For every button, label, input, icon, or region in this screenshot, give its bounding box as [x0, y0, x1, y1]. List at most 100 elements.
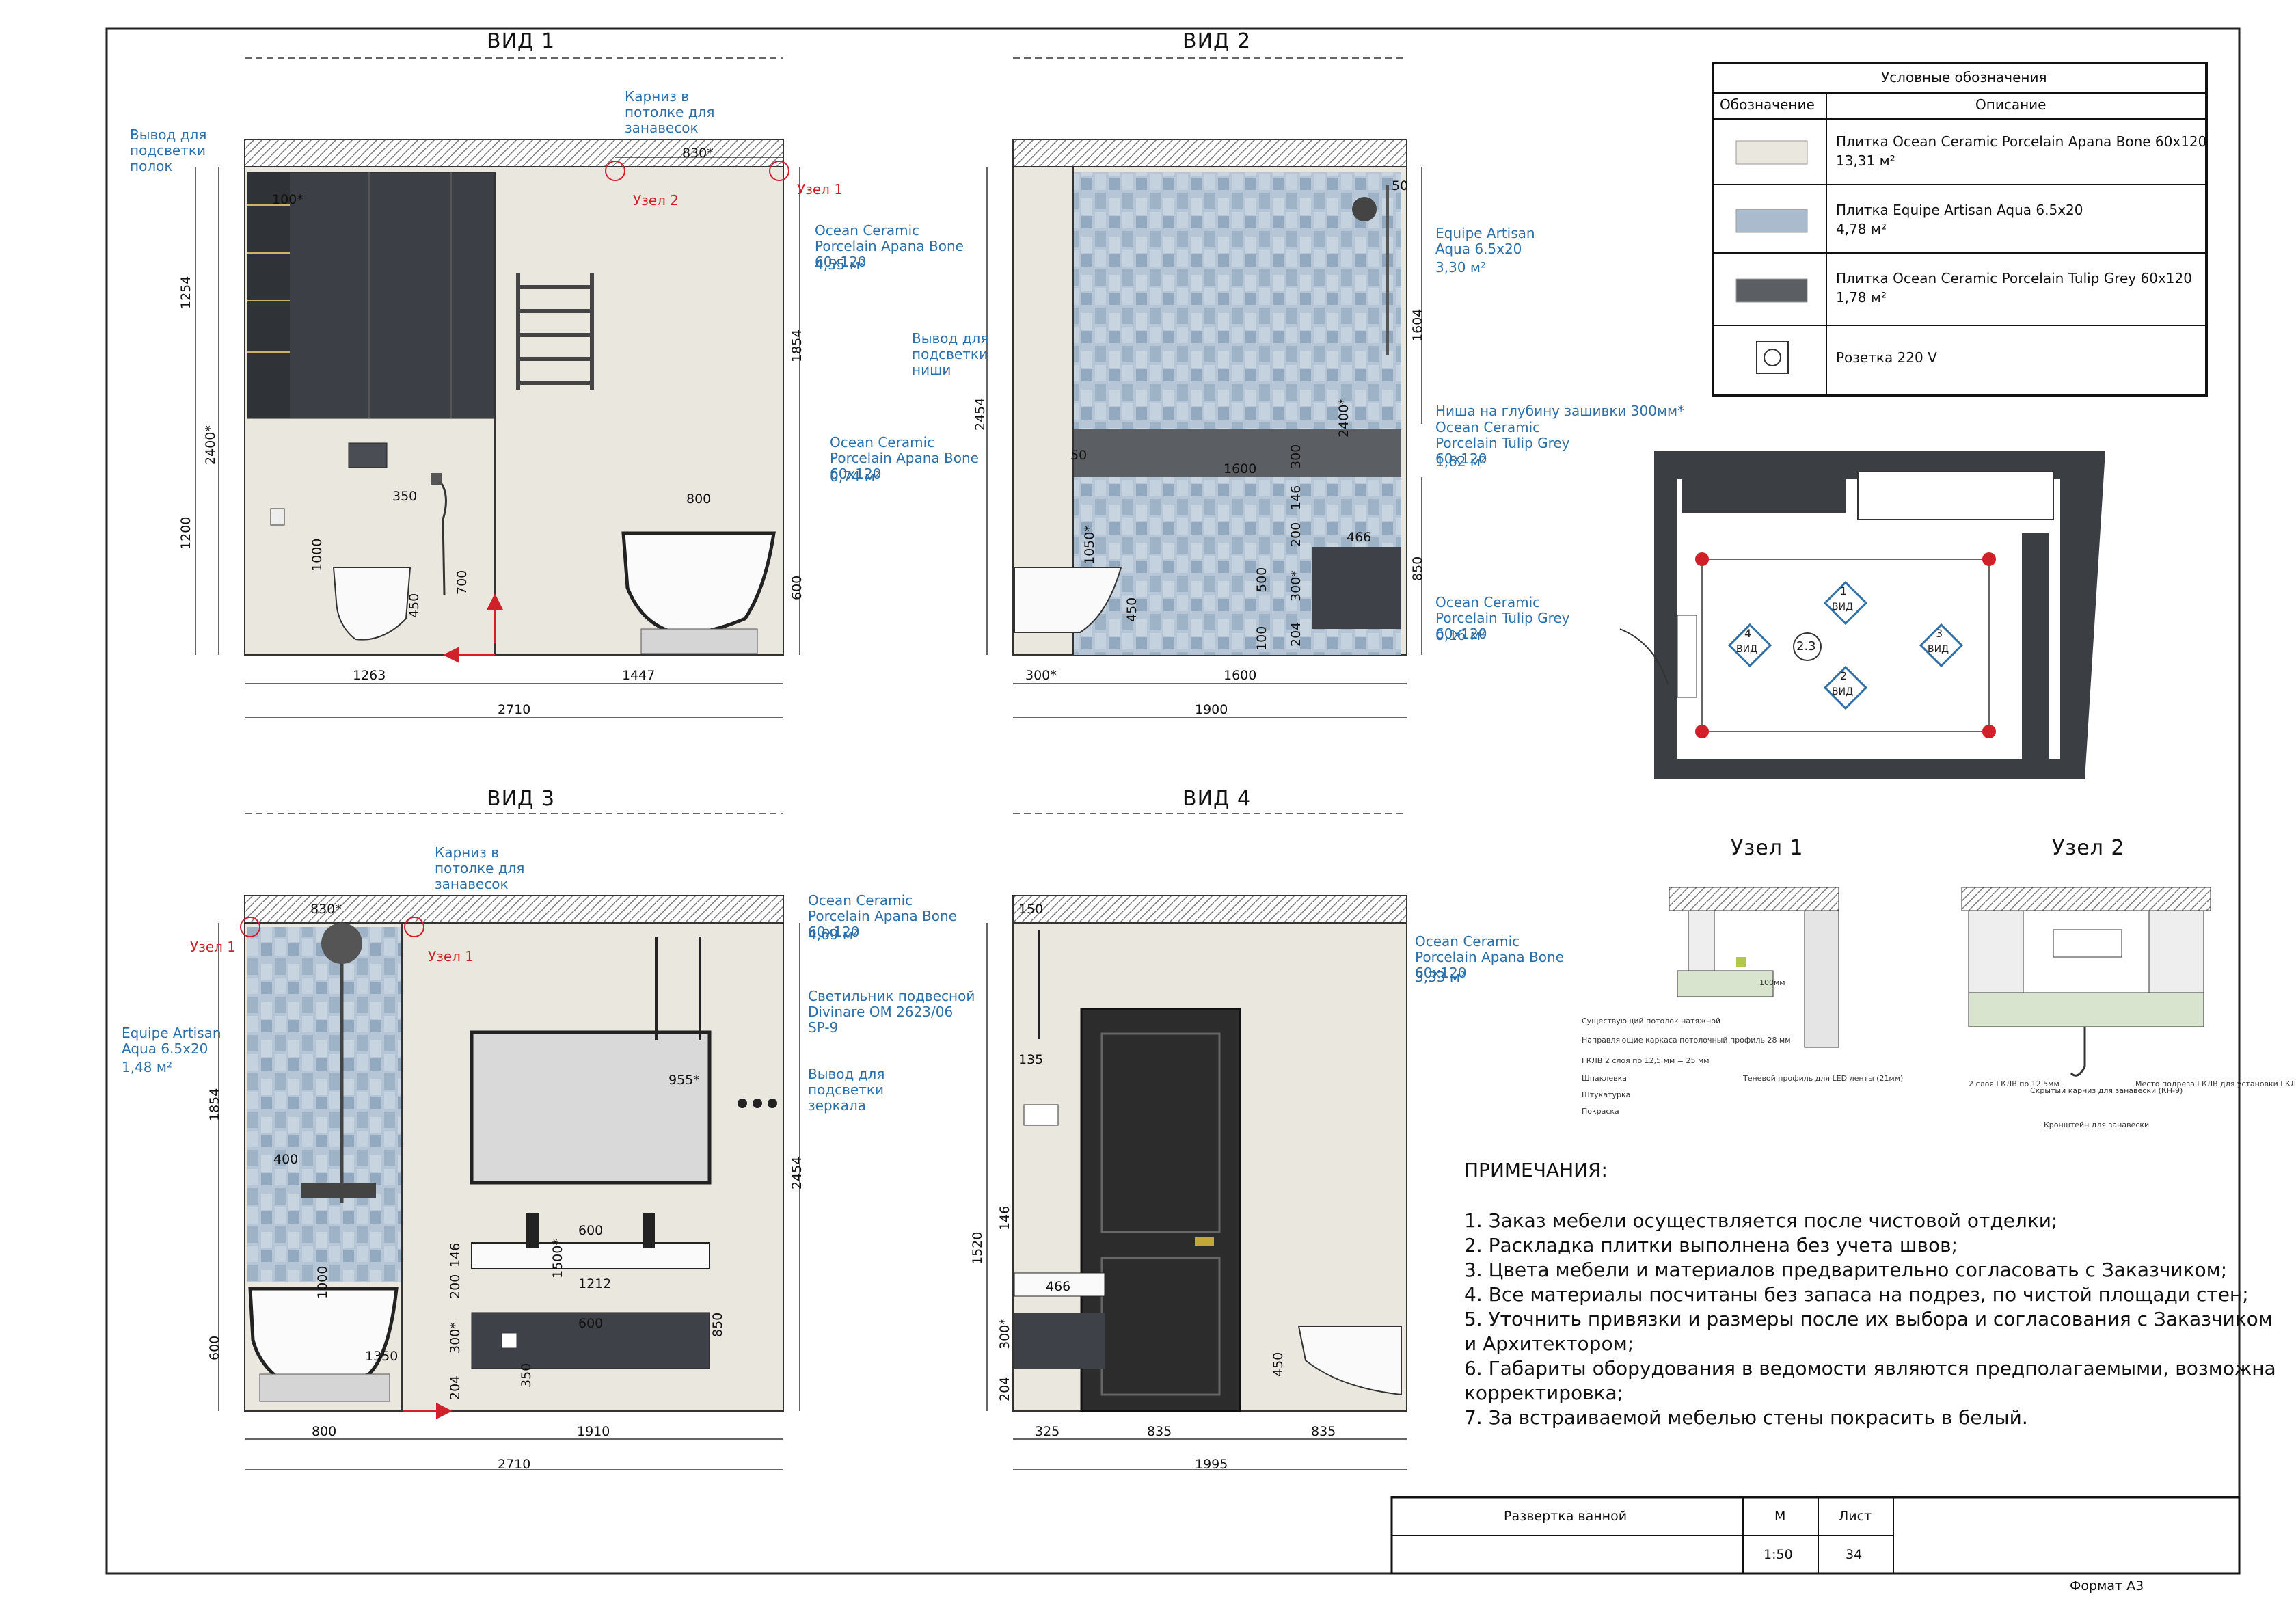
mirror [470, 1030, 712, 1185]
plan-marker-3-num: 3 [1936, 627, 1943, 640]
v2-dim-100: 100 [1254, 626, 1269, 651]
v4-dim-835b: 835 [1311, 1424, 1336, 1439]
v3-dim-2454: 2454 [789, 1156, 805, 1190]
v2-dim-50b: 50 [1070, 448, 1088, 463]
v2-dim-300: 300 [1288, 444, 1304, 469]
node2-label-1: Кронштейн для занавески [2044, 1120, 2150, 1129]
v1-dim-100: 100* [272, 192, 303, 207]
v3-dim-600a: 600 [578, 1223, 604, 1238]
stamp-format: Формат А3 [2070, 1578, 2144, 1594]
v3-dim-1350: 1350 [365, 1349, 399, 1364]
v3-tile-bone-label: Ocean Ceramic Porcelain Apana Bone 60х12… [808, 892, 957, 940]
plan-marker-4-num: 4 [1744, 627, 1752, 640]
v1-node2-label: Узел 2 [633, 192, 679, 209]
floor-plan [1619, 451, 2105, 779]
node2-note-1: 2 слоя ГКЛВ по 12.5мм [1969, 1079, 2059, 1088]
v3-dim-600b: 600 [578, 1316, 604, 1331]
v1-dim-830: 830* [682, 146, 714, 161]
node1-title: Узел 1 [1731, 836, 1804, 860]
notes-item-6b: корректировка; [1464, 1382, 1624, 1404]
legend-col1: Обозначение [1720, 96, 1815, 113]
legend-title: Условные обозначения [1881, 69, 2047, 85]
plan-marker-2-num: 2 [1840, 669, 1848, 682]
v3-tile-aqua-area: 1,48 м² [122, 1059, 172, 1075]
v2-niche-light-label: Вывод для подсветки ниши [912, 330, 989, 378]
v2-dim-50a: 50 [1392, 178, 1409, 193]
v2-dim-1600a: 1600 [1224, 461, 1257, 476]
v2-dim-500: 500 [1254, 567, 1269, 592]
v2-dim-1600: 1600 [1224, 668, 1257, 683]
notes-item-5b: и Архитектором; [1464, 1332, 1634, 1355]
v1-dim-350: 350 [392, 489, 418, 504]
stamp-sheet-no: 34 [1846, 1547, 1863, 1562]
v3-dim-1212: 1212 [578, 1276, 612, 1291]
stamp-scale: 1:50 [1764, 1547, 1793, 1562]
v3-lamp-label: Светильник подвесной Divinare OM 2623/06… [808, 988, 975, 1036]
title-block [1390, 1496, 2241, 1575]
v3-node1b-label: Узел 1 [428, 948, 474, 965]
toilet [332, 567, 411, 641]
v1-dim-1200: 1200 [178, 516, 193, 550]
node-1-detail [1669, 887, 1839, 1048]
v4-dim-1520: 1520 [970, 1231, 985, 1265]
flush-plate [348, 442, 388, 468]
v2-tile-grey-label: Ocean Ceramic Porcelain Tulip Grey 60х12… [1435, 419, 1570, 467]
v3-dim-600c: 600 [207, 1335, 222, 1360]
sheet-frame [105, 27, 2241, 1575]
v3-dim-955: 955* [668, 1073, 700, 1088]
v1-shelf-light-label: Вывод для подсветки полок [130, 126, 207, 174]
node1-note-4: Шпаклевка [1582, 1074, 1628, 1083]
v2-tile-bone-label: Ocean Ceramic Porcelain Apana Bone 60х12… [830, 434, 979, 482]
v4-dim-204: 204 [997, 1376, 1012, 1401]
plan-marker-2-word: ВИД [1832, 686, 1854, 697]
legend-swatch-bone [1735, 140, 1808, 165]
node1-note-2: Направляющие каркаса потолочный профиль … [1582, 1036, 1791, 1045]
stamp-scale-label: М [1774, 1509, 1786, 1524]
notes-item-2: 2. Раскладка плитки выполнена без учета … [1464, 1234, 1958, 1257]
v3-dim-146: 146 [448, 1242, 463, 1267]
v2-dim-1050: 1050* [1082, 525, 1097, 565]
v2-dim-1900: 1900 [1195, 702, 1228, 717]
v4-dim-146: 146 [997, 1205, 1012, 1231]
view-marker-1 [1823, 580, 1868, 626]
v4-dim-300: 300* [997, 1318, 1012, 1349]
legend-swatch-aqua [1735, 209, 1808, 233]
view-3 [218, 813, 800, 1470]
v1-cornice-label: Карниз в потолке для занавесок [625, 88, 715, 136]
v3-dim-1854: 1854 [207, 1088, 222, 1121]
v1-dim-1447: 1447 [622, 668, 656, 683]
aqua-tile-area-v3 [247, 927, 402, 1282]
vanity-v4 [1014, 1272, 1105, 1297]
v3-cornice-label: Карниз в потолке для занавесок [435, 844, 525, 892]
v1-dim-2400: 2400* [203, 425, 218, 465]
v4-dim-1995: 1995 [1195, 1457, 1228, 1472]
v2-dim-450: 450 [1124, 597, 1139, 622]
v3-node1a-label: Узел 1 [190, 939, 236, 955]
legend-row1-text: Плитка Ocean Ceramic Porcelain Apana Bon… [1836, 133, 2207, 150]
v3-dim-830: 830* [310, 902, 342, 917]
node1-note-3: ГКЛВ 2 слоя по 12,5 мм = 25 мм [1582, 1056, 1710, 1065]
v1-dim-1254: 1254 [178, 276, 193, 309]
notes-item-1: 1. Заказ мебели осуществляется после чис… [1464, 1209, 2058, 1232]
v2-dim-1604: 1604 [1410, 308, 1425, 342]
v4-dim-135: 135 [1018, 1052, 1044, 1067]
legend-row3-text: Плитка Ocean Ceramic Porcelain Tulip Gre… [1836, 270, 2192, 286]
view-marker-4 [1727, 623, 1772, 668]
plan-marker-3-word: ВИД [1928, 644, 1949, 655]
notes-item-7: 7. За встраиваемой мебелью стены покраси… [1464, 1406, 2028, 1429]
view-3-title: ВИД 3 [487, 787, 556, 811]
legend-socket-icon [1756, 341, 1789, 374]
grey-cabinet [1312, 547, 1401, 629]
v4-dim-835a: 835 [1147, 1424, 1172, 1439]
v2-dim-204: 204 [1288, 621, 1304, 647]
plan-marker-1-word: ВИД [1832, 602, 1854, 613]
v3-dim-850: 850 [710, 1312, 725, 1337]
v1-dim-1263: 1263 [353, 668, 386, 683]
legend-row1-area: 13,31 м² [1836, 152, 1895, 169]
v3-dim-800: 800 [312, 1424, 337, 1439]
v4-dim-325: 325 [1035, 1424, 1060, 1439]
legend-swatch-grey [1735, 278, 1808, 303]
v2-dim-200: 200 [1288, 522, 1304, 547]
toilet-v2 [1014, 567, 1122, 633]
v3-mirror-light-label: Вывод для подсветки зеркала [808, 1066, 885, 1114]
